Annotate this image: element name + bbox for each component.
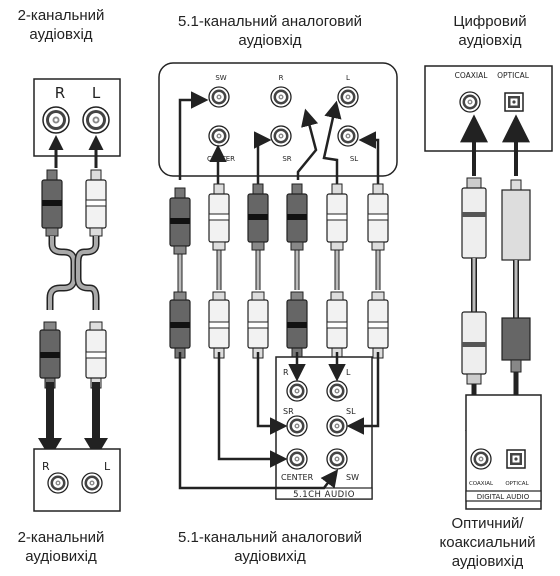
51-in-label-l: L bbox=[346, 74, 350, 82]
51-top-plug-center bbox=[208, 183, 230, 251]
2ch-bottom-plug-r bbox=[39, 321, 61, 389]
51-in-jack-sw bbox=[208, 86, 230, 108]
51-top-plug-r bbox=[286, 183, 308, 251]
51-in-label-sl: SL bbox=[350, 155, 358, 163]
51-bottom-plug-sl bbox=[367, 291, 389, 359]
2ch-out-label-l: L bbox=[104, 460, 111, 473]
2ch-out-label-r: R bbox=[42, 460, 50, 473]
digital-out-jack-optical bbox=[506, 449, 526, 469]
digital-in-label-coaxial: COAXIAL bbox=[455, 71, 489, 80]
digital-in-jack-optical bbox=[504, 92, 524, 112]
51-bottom-plug-center bbox=[208, 291, 230, 359]
caption-51-output: 5.1-канальний аналоговий аудіовихід bbox=[178, 529, 362, 565]
digital-in-label-optical: OPTICAL bbox=[497, 71, 530, 80]
51-top-plug-sl bbox=[367, 183, 389, 251]
51-out-jack-sr bbox=[286, 415, 308, 437]
digital-out-label-optical: OPTICAL bbox=[505, 481, 529, 487]
2ch-bottom-plug-l bbox=[85, 321, 107, 389]
51-out-label-sr: SR bbox=[283, 407, 294, 416]
digital-out-label-coaxial: COAXIAL bbox=[469, 481, 494, 487]
51-in-label-r: R bbox=[279, 74, 284, 82]
51-output-panel-name: 5.1CH AUDIO bbox=[293, 490, 355, 500]
caption-digital-output: Оптичний/ коаксиальний аудіовихід bbox=[439, 515, 536, 570]
2ch-in-label-l: L bbox=[92, 84, 101, 102]
51-bottom-plug-sw bbox=[169, 291, 191, 359]
2ch-out-jack-r bbox=[47, 472, 69, 494]
digital-in-jack-coaxial bbox=[459, 91, 481, 113]
51-top-plug-l bbox=[326, 183, 348, 251]
51-in-jack-sl bbox=[337, 125, 359, 147]
2ch-top-plug-r bbox=[41, 169, 63, 237]
51-top-plug-sw bbox=[169, 187, 191, 255]
2ch-output-panel bbox=[33, 448, 121, 512]
51-in-jack-l bbox=[337, 86, 359, 108]
51-out-label-sw: SW bbox=[346, 473, 359, 482]
51-bottom-plug-sr bbox=[247, 291, 269, 359]
51-out-label-l: L bbox=[346, 368, 351, 377]
51-out-label-sl: SL bbox=[346, 407, 356, 416]
51-out-jack-l bbox=[326, 380, 348, 402]
51-bottom-plug-r bbox=[286, 291, 308, 359]
digital-out-jack-coaxial bbox=[470, 448, 492, 470]
digital-section: COAXIAL OPTICAL COAXIAL OPTICAL DIGITAL bbox=[424, 65, 553, 510]
five-one-section: SW R L CENTER SR SL bbox=[158, 62, 398, 500]
51-in-jack-center bbox=[208, 125, 230, 147]
2ch-top-plug-l bbox=[85, 169, 107, 237]
51-out-jack-sw bbox=[326, 448, 348, 470]
caption-51-input: 5.1-канальний аналоговий аудіовхід bbox=[178, 13, 362, 49]
51-bottom-plug-l bbox=[326, 291, 348, 359]
51-in-label-sw: SW bbox=[215, 74, 226, 82]
51-in-jack-r bbox=[270, 86, 292, 108]
caption-digital-input: Цифровий аудіовхід bbox=[453, 13, 527, 49]
51-in-jack-sr bbox=[270, 125, 292, 147]
51-in-label-sr: SR bbox=[282, 155, 291, 163]
two-channel-section: R L R L bbox=[33, 78, 121, 512]
2ch-in-jack-r bbox=[42, 106, 70, 134]
51-out-jack-sl bbox=[326, 415, 348, 437]
2ch-out-jack-l bbox=[81, 472, 103, 494]
51-out-jack-center bbox=[286, 448, 308, 470]
digital-output-panel-name: DIGITAL AUDIO bbox=[477, 493, 530, 501]
caption-2ch-input: 2-канальний аудіовхід bbox=[17, 7, 105, 43]
51-out-label-center: CENTER bbox=[281, 473, 314, 482]
2ch-in-label-r: R bbox=[55, 84, 65, 102]
51-in-label-center: CENTER bbox=[207, 155, 235, 163]
51-top-plug-sr bbox=[247, 183, 269, 251]
2ch-in-jack-l bbox=[82, 106, 110, 134]
caption-2ch-output: 2-канальний аудіовихід bbox=[17, 529, 105, 565]
51-out-jack-r bbox=[286, 380, 308, 402]
digital-input-panel bbox=[424, 65, 553, 152]
51-out-label-r: R bbox=[283, 368, 289, 377]
